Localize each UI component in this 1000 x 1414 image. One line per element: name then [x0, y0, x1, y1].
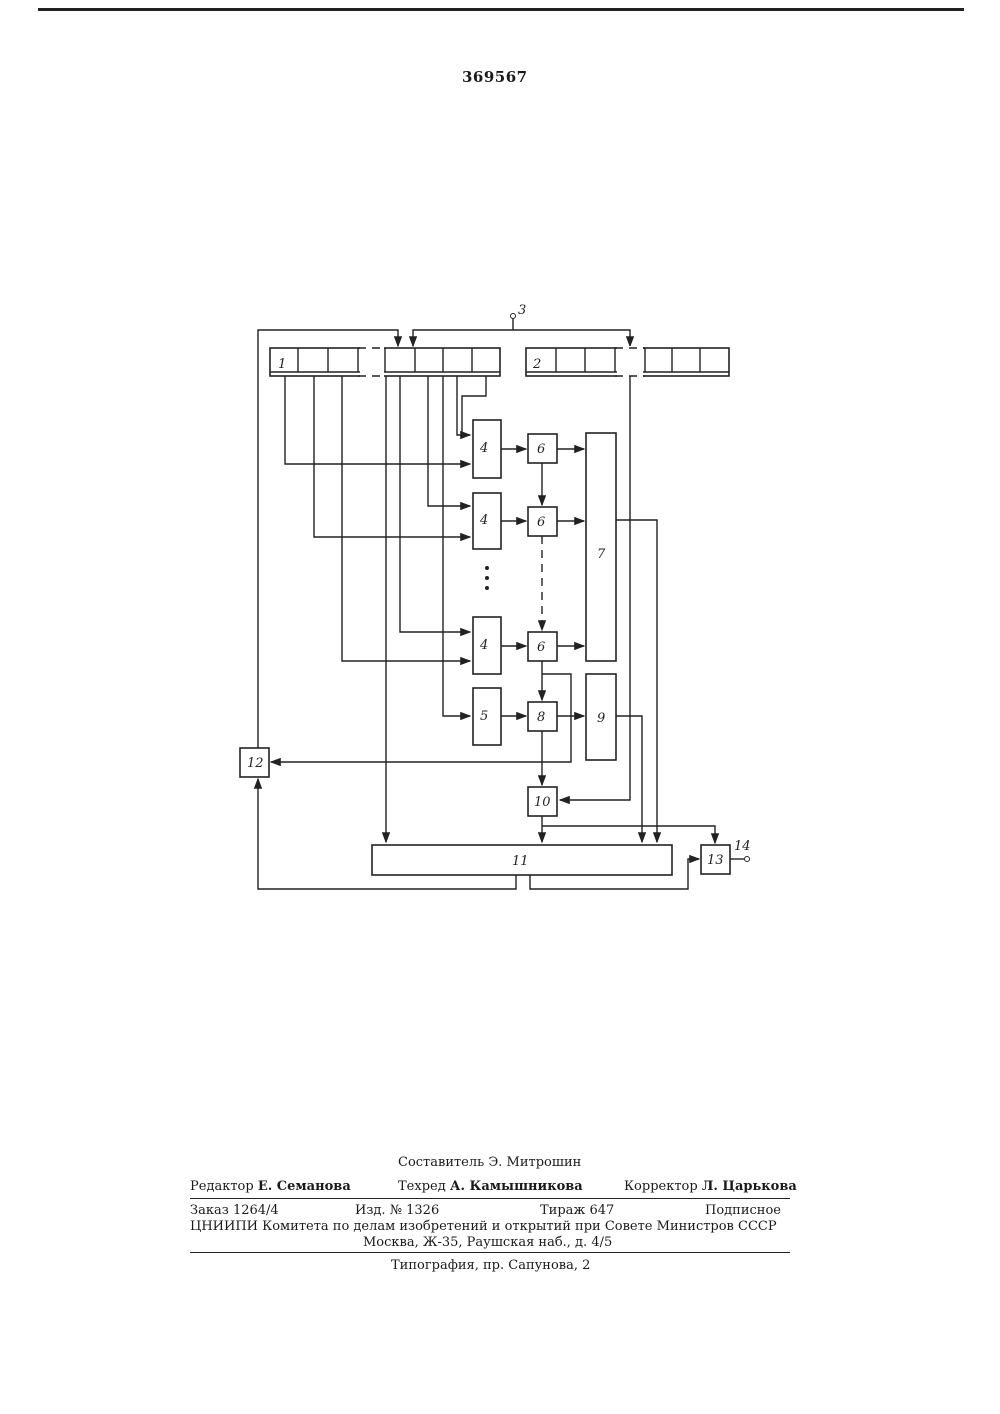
- corrector-name: Л. Царькова: [702, 1179, 797, 1194]
- label-9: 9: [597, 711, 605, 726]
- label-7: 7: [597, 547, 606, 562]
- label-1: 1: [278, 357, 286, 372]
- label-6-a: 6: [537, 442, 545, 457]
- techred-name: А. Камышникова: [450, 1179, 583, 1194]
- editor-name: Е. Семанова: [258, 1179, 351, 1194]
- label-4-b: 4: [479, 513, 488, 528]
- label-14: 14: [734, 839, 751, 854]
- print-run: Тираж 647: [540, 1203, 614, 1218]
- label-13: 13: [707, 853, 724, 868]
- techred-line: Техред А. Камышникова: [398, 1179, 583, 1194]
- footer-rule-bottom: [190, 1252, 790, 1253]
- label-2: 2: [532, 357, 541, 372]
- footer-rule-top: [190, 1198, 790, 1199]
- block-diagram: 1 2 3 4 4 4 5 6 6 6 7 8 9 10 11 12 13 14: [0, 0, 1000, 1000]
- label-12: 12: [247, 756, 264, 771]
- editor-label: Редактор: [190, 1179, 254, 1194]
- subscription-note: Подписное: [705, 1203, 781, 1218]
- publication-number: Изд. № 1326: [355, 1203, 439, 1218]
- label-8: 8: [537, 710, 545, 725]
- organization: ЦНИИПИ Комитета по делам изобретений и о…: [190, 1219, 777, 1234]
- compiler-line: Составитель Э. Митрошин: [398, 1155, 581, 1170]
- printing-house: Типография, пр. Сапунова, 2: [391, 1258, 590, 1273]
- editor-line: Редактор Е. Семанова: [190, 1179, 351, 1194]
- label-6-c: 6: [537, 640, 545, 655]
- label-6-b: 6: [537, 515, 545, 530]
- label-3: 3: [518, 303, 526, 318]
- techred-label: Техред: [398, 1179, 446, 1194]
- register-1: [270, 346, 500, 378]
- order-number: Заказ 1264/4: [190, 1203, 279, 1218]
- register-2: [526, 346, 729, 378]
- address: Москва, Ж-35, Раушская наб., д. 4/5: [363, 1235, 612, 1250]
- label-4-a: 4: [479, 441, 488, 456]
- label-5: 5: [480, 709, 488, 724]
- label-4-c: 4: [479, 638, 488, 653]
- corrector-line: Корректор Л. Царькова: [624, 1179, 797, 1194]
- corrector-label: Корректор: [624, 1179, 698, 1194]
- label-10: 10: [534, 795, 551, 810]
- label-11: 11: [512, 854, 529, 869]
